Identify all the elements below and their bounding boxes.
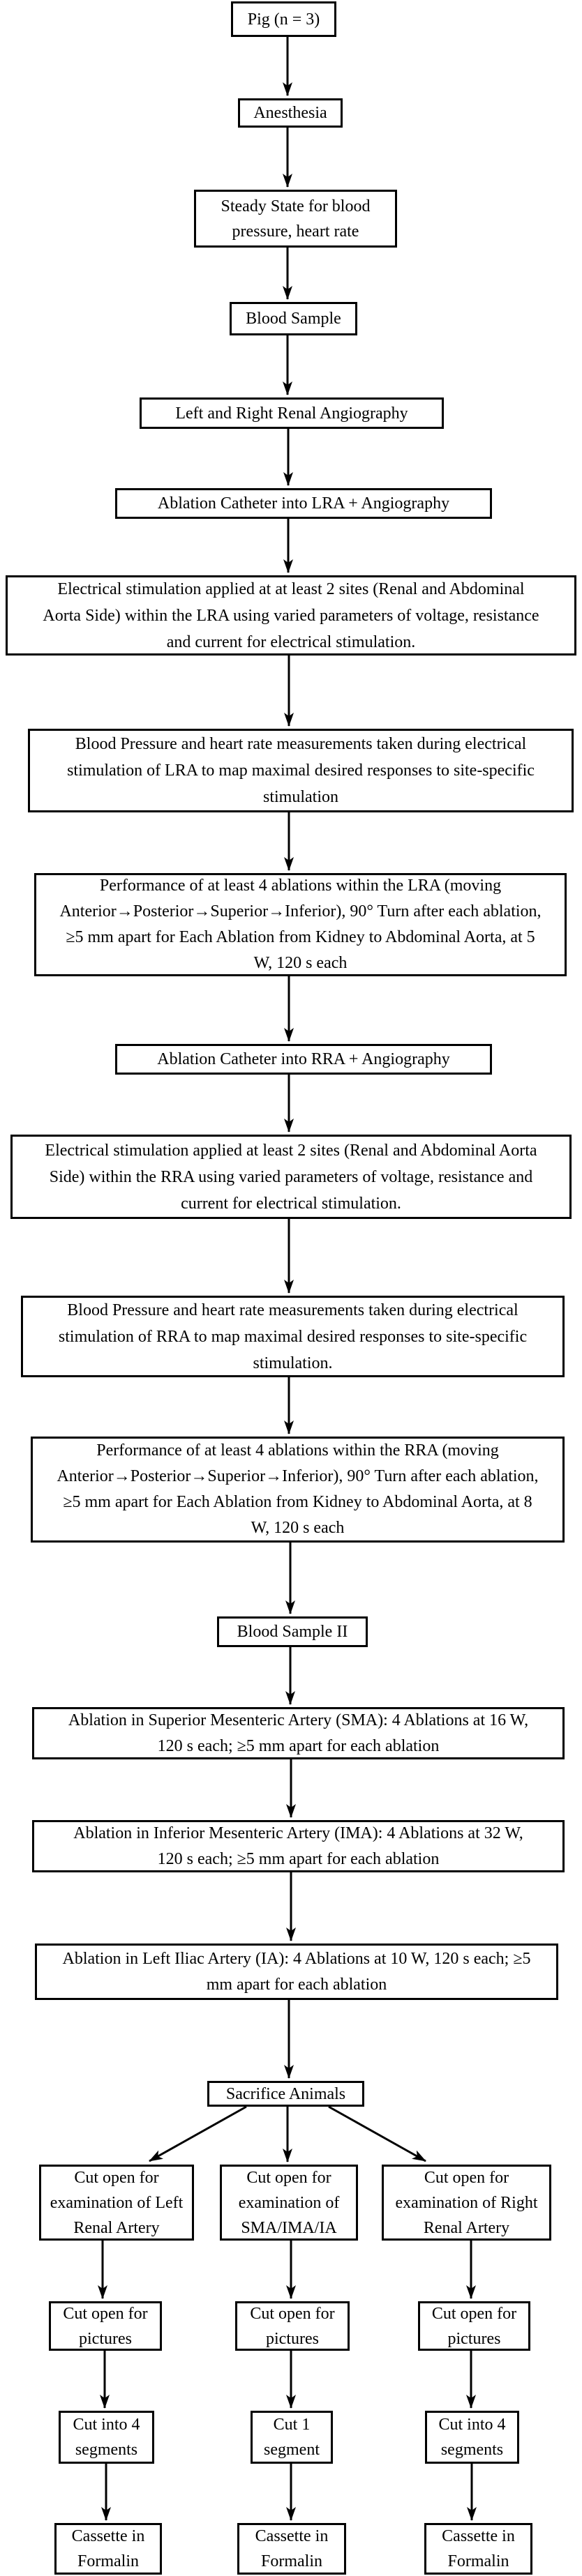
node-formalin-right: Cassette in Formalin <box>424 2523 532 2575</box>
node-sacrifice: Sacrifice Animals <box>207 2081 364 2107</box>
node-catheter-rra: Ablation Catheter into RRA + Angiography <box>115 1044 492 1075</box>
node-electrical-stim-rra: Electrical stimulation applied at least … <box>10 1135 572 1219</box>
node-electrical-stim-lra: Electrical stimulation applied at at lea… <box>6 575 576 656</box>
node-steady-state: Steady State for blood pressure, heart r… <box>194 190 397 248</box>
node-blood-sample: Blood Sample <box>230 302 357 335</box>
node-pictures-left: Cut open for pictures <box>49 2301 162 2351</box>
node-ablation-ima: Ablation in Inferior Mesenteric Artery (… <box>32 1820 565 1872</box>
edge-sacrifice-examleft <box>149 2105 247 2162</box>
node-pictures-mid: Cut open for pictures <box>235 2301 350 2351</box>
node-ablations-lra: Performance of at least 4 ablations with… <box>34 873 567 976</box>
node-segments-left: Cut into 4 segments <box>59 2411 154 2464</box>
node-exam-sma-ima-ia: Cut open for examination of SMA/IMA/IA <box>220 2165 358 2241</box>
node-lr-renal-angiography: Left and Right Renal Angiography <box>140 397 444 429</box>
node-exam-right-renal: Cut open for examination of Right Renal … <box>382 2165 551 2241</box>
node-formalin-mid: Cassette in Formalin <box>237 2523 346 2575</box>
edge-sacrifice-examright <box>328 2105 426 2162</box>
node-ablations-rra: Performance of at least 4 ablations with… <box>31 1437 565 1543</box>
node-pig: Pig (n = 3) <box>231 1 336 37</box>
node-segments-mid: Cut 1 segment <box>251 2411 333 2464</box>
node-ablation-sma: Ablation in Superior Mesenteric Artery (… <box>32 1707 565 1759</box>
node-exam-left-renal: Cut open for examination of Left Renal A… <box>39 2165 194 2241</box>
node-bp-hr-lra: Blood Pressure and heart rate measuremen… <box>28 729 574 812</box>
node-catheter-lra: Ablation Catheter into LRA + Angiography <box>115 488 492 519</box>
node-pictures-right: Cut open for pictures <box>418 2301 530 2351</box>
node-formalin-left: Cassette in Formalin <box>54 2523 162 2575</box>
node-bp-hr-rra: Blood Pressure and heart rate measuremen… <box>21 1296 565 1377</box>
node-ablation-iliac: Ablation in Left Iliac Artery (IA): 4 Ab… <box>35 1944 558 2000</box>
node-anesthesia: Anesthesia <box>238 98 343 128</box>
node-segments-right: Cut into 4 segments <box>425 2411 519 2464</box>
node-blood-sample-2: Blood Sample II <box>217 1616 368 1647</box>
